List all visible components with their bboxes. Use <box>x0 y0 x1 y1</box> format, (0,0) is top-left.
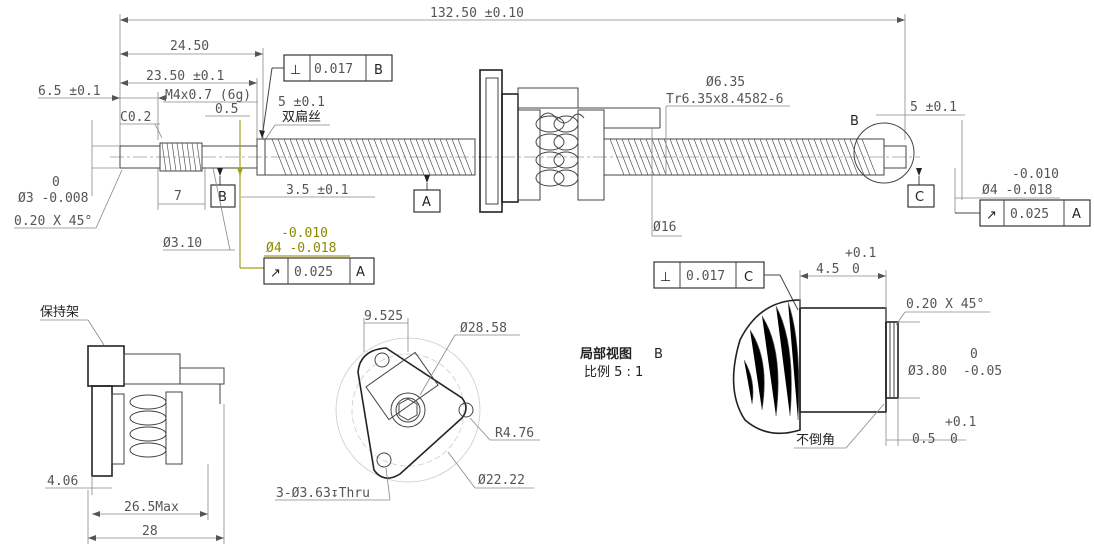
fcf-perp-top: ⊥ 0.017 B <box>283 54 393 82</box>
dim-dia3-top: 0 <box>52 175 60 190</box>
dim-dia4-right-tol-top: -0.010 <box>1012 167 1059 182</box>
dim-dia3-80: Ø3.80 <box>908 364 947 379</box>
dim-dia4-right: Ø4 -0.018 <box>982 183 1052 198</box>
dim-5-right: 5 ±0.1 <box>910 100 957 115</box>
perpendicularity-icon: ⊥ <box>290 63 301 78</box>
dim-0-5-detail-tol: +0.1 <box>945 415 976 430</box>
dim-28: 28 <box>142 524 158 539</box>
svg-text:B: B <box>654 347 663 362</box>
chamfer-detail: 0.20 X 45° <box>906 297 984 312</box>
retainer-label: 保持架 <box>40 305 79 320</box>
svg-text:0.017: 0.017 <box>314 62 353 77</box>
dim-dia22-22: Ø22.22 <box>478 473 525 488</box>
dim-7: 7 <box>174 189 182 204</box>
dim-dia3: Ø3 -0.008 <box>18 191 88 206</box>
holes-label: 3-Ø3.63↧Thru <box>276 486 370 501</box>
dim-r4-76: R4.76 <box>495 426 534 441</box>
dim-5: 5 ±0.1 <box>278 95 325 110</box>
dim-4-5-tol: +0.1 <box>845 246 876 261</box>
dim-9-525: 9.525 <box>364 309 403 324</box>
dim-dia3-80-top: 0 <box>970 347 978 362</box>
svg-text:局部视图: 局部视图 <box>580 346 632 362</box>
fcf-perp-detail: ⊥ 0.017 C <box>653 261 765 289</box>
dim-23-50: 23.50 ±0.1 <box>146 69 224 84</box>
retainer-view: 保持架 4.06 26.5Max 28 <box>40 305 225 544</box>
svg-text:A: A <box>356 265 365 280</box>
detail-b-view: ⊥ 0.017 C +0.1 4.5 0 0.20 X 45° 0 Ø3. <box>653 246 1002 449</box>
dim-dia4-left: Ø4 -0.018 <box>266 241 336 256</box>
detail-view-label: 局部视图 B 比例 5 : 1 <box>580 346 663 380</box>
datum-a-label: A <box>422 195 431 210</box>
dim-0-5-detail-low: 0 <box>950 432 958 447</box>
datum-b-label: B <box>218 190 227 205</box>
no-chamfer-label: 不倒角 <box>796 433 835 448</box>
dim-3-5: 3.5 ±0.1 <box>286 183 349 198</box>
double-flat-label: 双扁丝 <box>282 110 321 125</box>
dim-dia6-35: Ø6.35 <box>706 75 745 90</box>
detail-b-marker: B <box>850 114 859 129</box>
svg-text:B: B <box>374 63 383 78</box>
datum-c-label: C <box>915 190 924 205</box>
leadscrew-thread-left <box>271 138 473 176</box>
chamfer-c0-2: C0.2 <box>120 110 151 125</box>
dim-dia3-80-tol: -0.05 <box>963 364 1002 379</box>
svg-text:C: C <box>744 270 753 285</box>
fcf-runout-right: ↗ 0.025 A <box>979 199 1091 227</box>
dim-4-06: 4.06 <box>47 474 78 489</box>
dim-6-5: 6.5 ±0.1 <box>38 84 101 99</box>
dim-0-5: 0.5 <box>215 102 238 117</box>
dim-26-5max: 26.5Max <box>124 500 179 515</box>
tr-thread-label: Tr6.35x8.4582-6 <box>666 92 783 107</box>
flange-view: 9.525 Ø28.58 R4.76 Ø22.22 3-Ø3.63↧Thru <box>275 309 540 501</box>
dim-4-5-low: 0 <box>852 262 860 277</box>
scale-label: 比例 5 : 1 <box>584 365 643 380</box>
leadscrew-thread-right <box>609 138 877 176</box>
runout-icon: ↗ <box>270 266 281 281</box>
dim-dia16: Ø16 <box>653 220 676 235</box>
dim-dia4-left-tol-top: -0.010 <box>281 226 328 241</box>
dim-24-50: 24.50 <box>170 39 209 54</box>
dim-total-length: 132.50 ±0.10 <box>430 6 524 21</box>
dim-0-5-detail: 0.5 <box>912 432 935 447</box>
dim-dia28-58: Ø28.58 <box>460 321 507 336</box>
thread-m4-label: M4x0.7 (6g) <box>165 88 251 103</box>
svg-text:0.025: 0.025 <box>294 265 333 280</box>
main-view: 132.50 ±0.10 24.50 23.50 ±0.1 6.5 ±0.1 M… <box>14 6 1091 285</box>
dim-4-5: 4.5 <box>816 262 839 277</box>
chamfer-left: 0.20 X 45° <box>14 214 92 229</box>
nut-assembly <box>479 69 661 213</box>
dim-dia3-10: Ø3.10 <box>163 236 202 251</box>
fcf-runout-left: ↗ 0.025 A <box>263 257 375 285</box>
svg-text:0.017: 0.017 <box>686 269 725 284</box>
svg-text:0.025: 0.025 <box>1010 207 1049 222</box>
svg-text:A: A <box>1072 207 1081 222</box>
perpendicularity-icon: ⊥ <box>660 270 671 285</box>
runout-icon: ↗ <box>986 208 997 223</box>
